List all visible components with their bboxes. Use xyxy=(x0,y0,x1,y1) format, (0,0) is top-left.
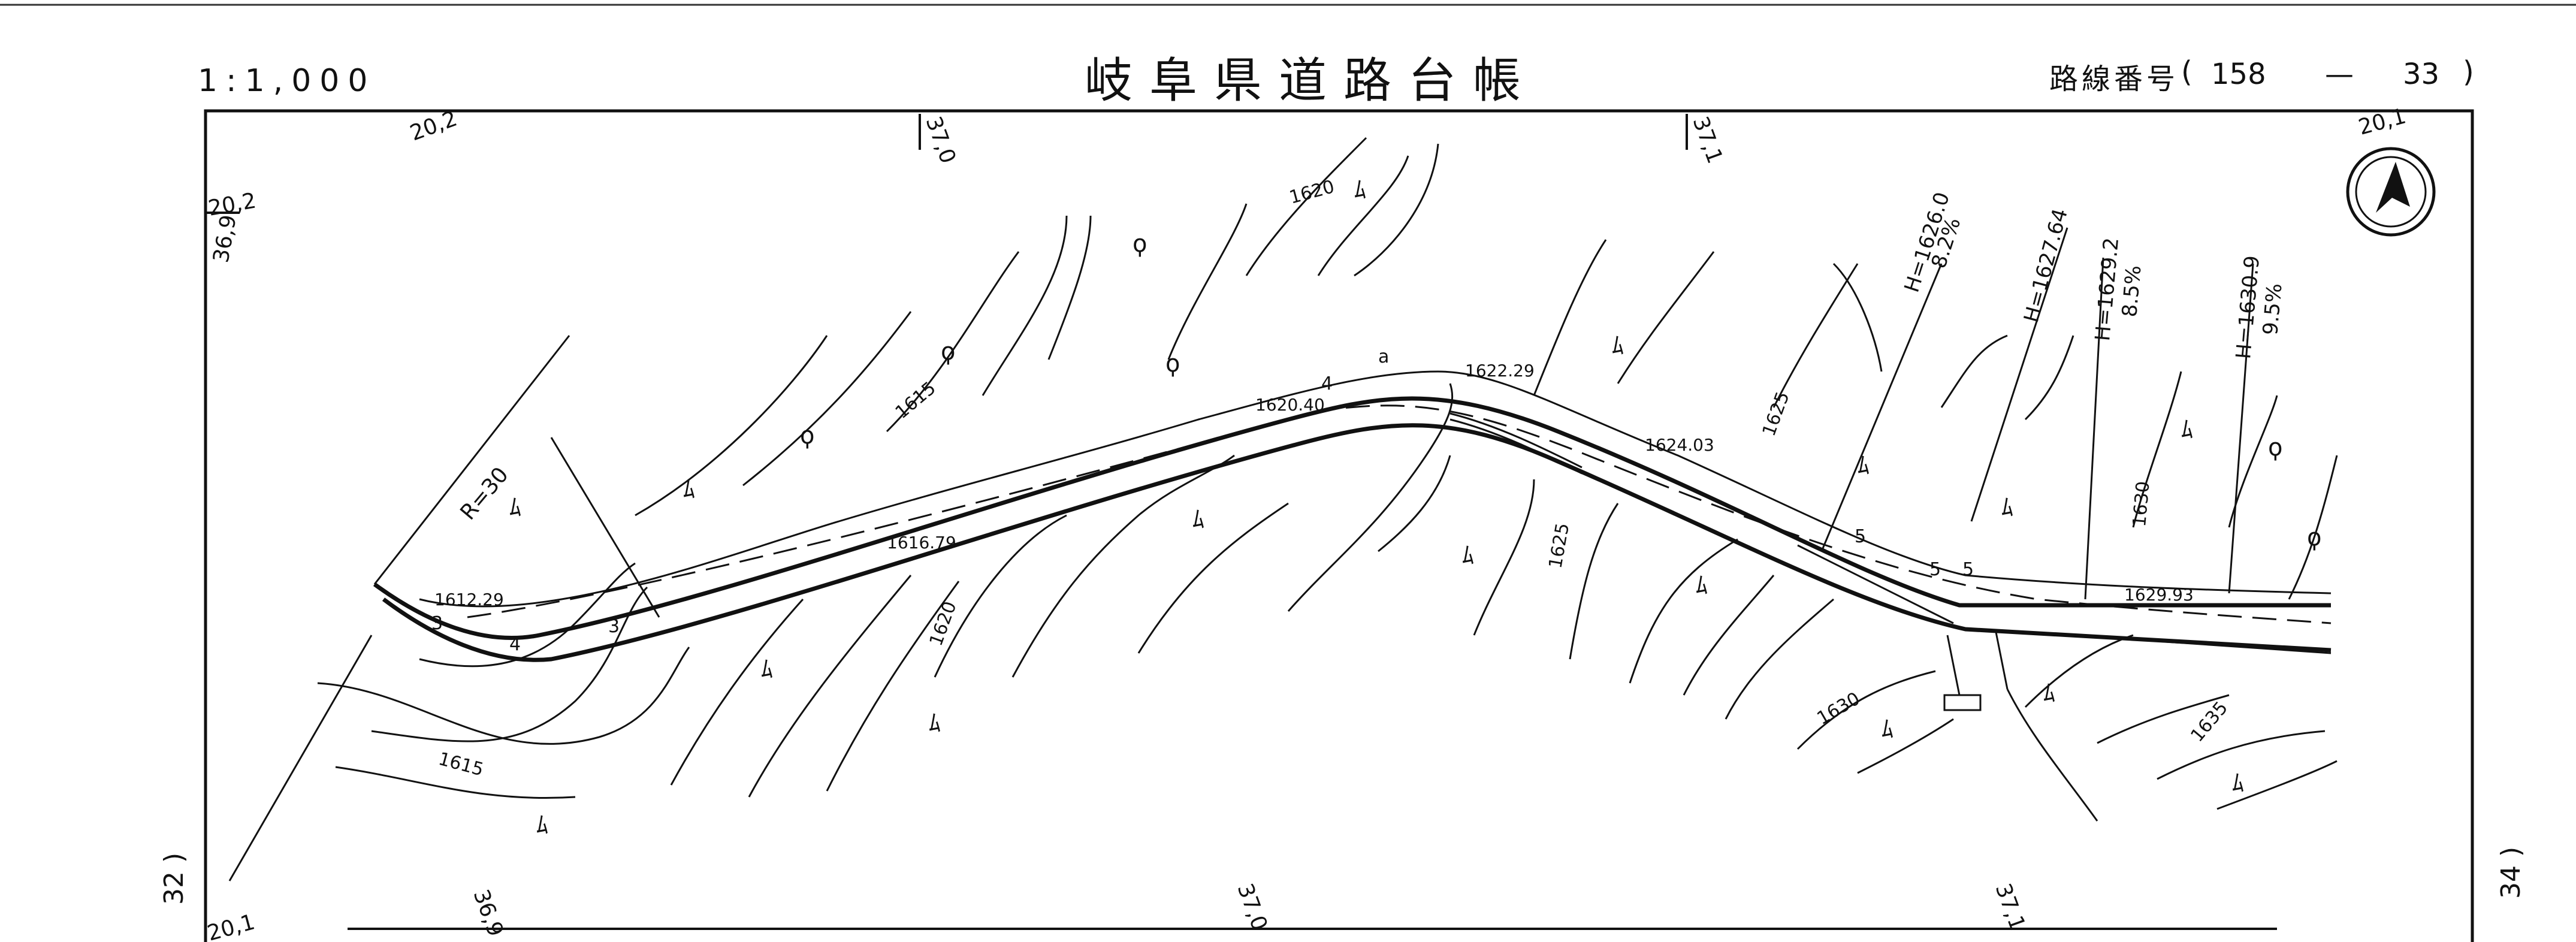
curve-radius-label: R=30 xyxy=(455,463,513,525)
grass-symbol: ﾑ xyxy=(509,494,521,521)
road-mark: 4 xyxy=(1321,373,1333,394)
forest-symbol: ϙ xyxy=(800,422,814,449)
grade-3-height: H=1629.2 xyxy=(2091,237,2124,342)
contour-label-1625-bottom: 1625 xyxy=(1545,521,1574,570)
route-paren-open: ( xyxy=(2181,55,2193,89)
grass-symbol: ﾑ xyxy=(536,811,548,839)
elevation-1612: 1612.29 xyxy=(434,590,504,609)
road-mark: a xyxy=(1378,346,1389,367)
grass-symbol: ﾑ xyxy=(1696,572,1708,599)
vegetation-symbols: ﾑ ﾑ ﾑ ﾑ ﾑ ﾑ ﾑ ﾑ ﾑ ﾑ ﾑ ﾑ ﾑ ﾑ ﾑ ﾑ ϙ ϙ ϙ ϙ … xyxy=(509,176,2321,839)
route-dash: — xyxy=(2325,58,2354,91)
grass-symbol: ﾑ xyxy=(2232,769,2244,797)
grid-label-left-vertical: 36,9 xyxy=(209,213,241,265)
grid-label-top-right: 20,1 xyxy=(2356,104,2409,140)
route-number: 158 xyxy=(2211,58,2266,91)
grade-2-height: H=1627.64 xyxy=(2019,206,2073,325)
grass-symbol: ﾑ xyxy=(1612,332,1624,360)
retaining-walls xyxy=(1449,412,2332,822)
road-mark: 3 xyxy=(431,613,443,634)
grass-symbol: ﾑ xyxy=(2001,494,2013,521)
forest-symbol: ϙ xyxy=(2307,524,2321,551)
grade-lines xyxy=(1820,227,2254,600)
grid-label-bottom-left: 20,1 xyxy=(205,910,258,942)
road-mark: 5 xyxy=(1855,526,1866,547)
map-title: 岐阜県道路台帳 xyxy=(1085,53,1538,108)
route-paren-close: ) xyxy=(2463,55,2474,89)
contour-label-1630-top: 1630 xyxy=(2129,481,2154,528)
contour-label-1620-top: 1620 xyxy=(1287,176,1337,209)
grade-4-height: H=1630.9 xyxy=(2231,255,2264,360)
elevation-1624: 1624.03 xyxy=(1645,435,1714,455)
grass-symbol: ﾑ xyxy=(2181,416,2193,443)
grid-label-top-mid2: 37,1 xyxy=(1688,113,1728,167)
grid-label-top-mid1: 37,0 xyxy=(921,113,961,167)
grass-symbol: ﾑ xyxy=(1462,542,1474,569)
grass-symbol: ﾑ xyxy=(1858,452,1870,479)
contour-label-1625-top: 1625 xyxy=(1759,389,1794,439)
map-frame xyxy=(204,109,2474,942)
elevation-1629: 1629.93 xyxy=(2124,585,2194,605)
contour-label-1620-bottom: 1620 xyxy=(926,599,961,649)
road-mark: 3 xyxy=(608,616,620,637)
grass-symbol: ﾑ xyxy=(929,709,941,737)
grass-symbol: ﾑ xyxy=(1354,176,1366,204)
grid-label-bottom-left2: 36,9 xyxy=(469,886,508,940)
elevation-1616: 1616.79 xyxy=(887,533,956,552)
road-mark: 5 xyxy=(1962,559,1974,580)
grade-4-percent: 9.5% xyxy=(2258,282,2287,336)
road xyxy=(373,370,2332,662)
grass-symbol: ﾑ xyxy=(1192,506,1204,533)
grass-symbol: ﾑ xyxy=(2043,680,2055,707)
road-mark: 5 xyxy=(1929,559,1941,580)
north-arrow-icon xyxy=(2346,147,2436,237)
contour-label-1630-bottom: 1630 xyxy=(1814,688,1864,729)
grid-label-bottom-right: 37,1 xyxy=(1991,880,2030,934)
map-scale: 1:1,000 xyxy=(198,63,376,99)
road-mark: 4 xyxy=(509,634,521,655)
forest-symbol: ϙ xyxy=(1165,350,1180,378)
forest-symbol: ϙ xyxy=(941,338,955,366)
grass-symbol: ﾑ xyxy=(683,476,695,503)
route-branch-number: 33 xyxy=(2403,58,2440,91)
contour-lines xyxy=(317,137,2338,810)
forest-symbol: ϙ xyxy=(2268,434,2282,461)
forest-symbol: ϙ xyxy=(1133,230,1147,258)
elevation-1622: 1622.29 xyxy=(1465,361,1535,381)
contour-label-1615-top: 1615 xyxy=(892,378,940,423)
elevation-1620: 1620.40 xyxy=(1255,395,1325,415)
grade-3-percent: 8.5% xyxy=(2118,264,2146,318)
curve-radius-lines xyxy=(228,335,660,881)
contour-label-1615-bottom: 1615 xyxy=(436,748,486,781)
route-number-label: 路線番号 xyxy=(2049,62,2179,96)
grass-symbol: ﾑ xyxy=(1882,715,1894,743)
grid-label-bottom-mid: 37,0 xyxy=(1233,880,1272,934)
grass-symbol: ﾑ xyxy=(761,656,773,683)
